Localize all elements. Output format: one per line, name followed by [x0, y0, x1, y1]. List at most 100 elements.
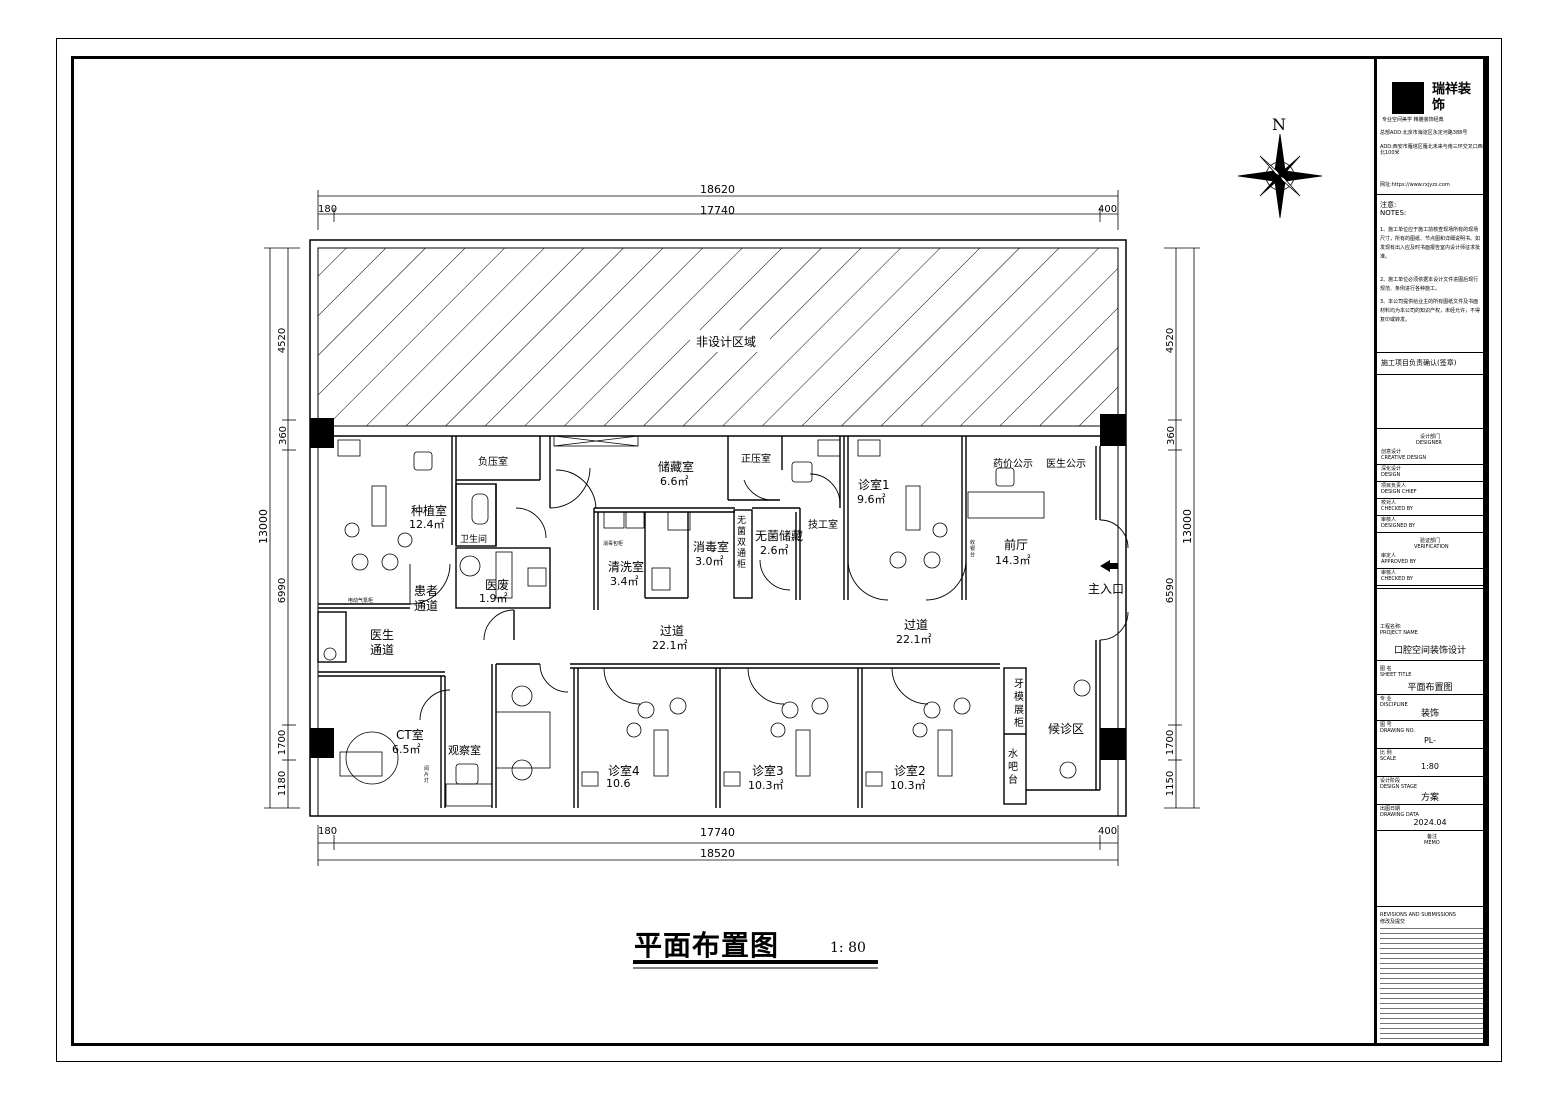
project-label-en: PROJECT NAME — [1380, 630, 1418, 636]
dim-left-offset: 180 — [318, 204, 338, 215]
note-1: 1、施工单位应于施工前核查现场所有的现场尺寸，所有的图纸、节点图和详细说明书。如… — [1380, 227, 1481, 260]
interior-walls — [317, 435, 1101, 808]
dental-chair-1 — [889, 485, 948, 569]
label-patient-corridor: 患者通道 — [414, 584, 439, 613]
label-doctor-corridor: 医生通道 — [370, 628, 395, 657]
label-negative-pressure: 负压室 — [478, 457, 508, 468]
label-planting-room-area: 12.4㎡ — [409, 518, 445, 531]
door-swings — [409, 467, 1129, 721]
title-block-row-divider — [1377, 464, 1483, 465]
revisions-fine-print — [1380, 928, 1484, 1040]
drawing-scale: 1: 80 — [830, 940, 866, 956]
label-water-bar: 水吧台 — [1008, 749, 1018, 786]
title-block-row-divider — [1377, 481, 1483, 482]
label-double-pass-cabinet: 无菌双通柜 — [737, 516, 747, 570]
label-disinfect-pack: 消毒包柜 — [603, 541, 624, 547]
label-corridor2-area: 22.1㎡ — [896, 633, 932, 646]
label-clinic1-area: 9.6㎡ — [857, 493, 886, 506]
dim-left-h3: 6990 — [277, 577, 289, 604]
dim-right-total: 13000 — [1181, 509, 1194, 544]
label-clinic4-area: 10.6 — [606, 777, 631, 790]
drawing-no-label-en: DRAWING NO. — [1380, 728, 1415, 734]
dim-right-h4: 1700 — [1165, 729, 1177, 756]
confirm-label: 施工项目负责确认(签章) — [1381, 359, 1457, 367]
memo-label: 备注 — [1427, 834, 1438, 840]
title-block-row-label-en: CHECKED BY — [1381, 506, 1413, 512]
label-main-entrance: 主入口 — [1088, 582, 1125, 596]
title-block-row-label: 创意设计 — [1381, 449, 1402, 455]
label-wash-room: 清洗室 — [608, 560, 645, 574]
label-medical-waste: 医废 — [485, 578, 510, 592]
title-block-row-label-en: CREATIVE DESIGN — [1381, 455, 1427, 461]
company-website: 网址:https://www.rxjyzs.com — [1380, 182, 1450, 188]
sheet-label: 图 名 — [1380, 666, 1392, 672]
dim-right-h5: 1150 — [1165, 770, 1177, 797]
label-drug-notice: 药价公示 — [993, 459, 1033, 470]
notes-title: 注意: — [1380, 201, 1397, 209]
scale-label-en: SCALE — [1380, 756, 1397, 762]
title-block-row-label-en: DESIGN — [1381, 472, 1401, 478]
label-wash-room-area: 3.4㎡ — [610, 575, 639, 588]
project-name: 口腔空间装饰设计 — [1393, 646, 1466, 656]
label-non-design-area: 非设计区域 — [696, 335, 757, 349]
dim-bottom-right-offset: 400 — [1098, 826, 1118, 837]
dim-left-h1: 4520 — [277, 327, 289, 354]
company-address1: 总部ADD:北京市海淀区永定河路388号 — [1380, 130, 1468, 136]
title-block-row-label: 校对人 — [1381, 500, 1397, 506]
label-medical-waste-area: 1.9㎡ — [479, 592, 508, 605]
dental-chair-4 — [626, 697, 687, 777]
label-denture-cabinet: 牙模展柜 — [1014, 679, 1024, 729]
label-corridor1: 过道 — [660, 624, 685, 638]
title-block-row-label: 审定人 — [1381, 553, 1397, 559]
label-storage-area: 6.6㎡ — [660, 475, 689, 488]
date-label-en: DRAWING DATA — [1380, 812, 1419, 818]
dim-inner-width: 17740 — [700, 204, 735, 217]
verify-dept-label: 验证部门 — [1420, 538, 1441, 544]
design-dept-label: 设计部门 — [1420, 434, 1441, 440]
label-storage: 储藏室 — [658, 460, 695, 474]
dim-bottom-inner: 17740 — [700, 826, 735, 839]
label-ct-room-area: 6.5㎡ — [392, 743, 421, 756]
label-clinic4: 诊室4 — [608, 764, 640, 778]
label-corridor1-area: 22.1㎡ — [652, 639, 688, 652]
revisions-cn: 修改及提交 — [1380, 919, 1406, 925]
dim-right-h1: 4520 — [1165, 327, 1177, 354]
label-disinfect-room-area: 3.0㎡ — [695, 555, 724, 568]
label-sterile-storage: 无菌储藏 — [755, 529, 804, 543]
label-clinic1: 诊室1 — [858, 478, 890, 492]
title-block-row-label: 审核人 — [1381, 570, 1397, 576]
dim-total-width: 18620 — [700, 183, 735, 196]
sheet-label-en: SHEET TITLE — [1380, 672, 1412, 678]
entrance-arrow — [1100, 560, 1110, 572]
columns — [310, 414, 1126, 760]
label-tech-room: 技工室 — [808, 520, 838, 531]
scale-label: 比 例 — [1380, 750, 1392, 756]
company-logo-icon — [1392, 82, 1424, 114]
title-block-row-divider — [1377, 515, 1483, 516]
label-corridor2: 过道 — [904, 618, 929, 632]
furniture — [323, 435, 1091, 807]
label-clinic3: 诊室3 — [752, 764, 784, 778]
scale-value: 1:80 — [1421, 762, 1439, 771]
label-ct-room: CT室 — [396, 728, 424, 742]
label-clinic3-area: 10.3㎡ — [748, 779, 784, 792]
notes-title-en: NOTES: — [1380, 209, 1407, 217]
dim-right-h3: 6590 — [1165, 577, 1177, 604]
dim-left-h2: 360 — [278, 425, 290, 446]
company-name: 瑞祥装饰 — [1432, 82, 1472, 113]
title-block-row-label-en: DESIGN CHIEF — [1381, 489, 1417, 495]
sheet-title: 平面布置图 — [1407, 683, 1453, 693]
label-sterile-storage-area: 2.6㎡ — [760, 544, 789, 557]
company-address2: ADD:西安市雁塔区雁北未来与南三环交叉口西北100米 — [1380, 144, 1483, 156]
drawing-no-label: 图 号 — [1380, 722, 1392, 728]
label-positive-pressure: 正压室 — [741, 454, 771, 465]
verify-dept-label-en: VERIFICATION — [1414, 544, 1449, 550]
top-dimensions — [264, 190, 1200, 866]
dim-left-h5: 1180 — [277, 770, 289, 797]
drawing-border — [71, 56, 1489, 1046]
discipline-label: 专 业 — [1380, 696, 1392, 702]
title-block-row-label-en: DESIGNED BY — [1381, 523, 1416, 529]
title-block-row-divider — [1377, 568, 1483, 569]
discipline-label-en: DISCIPLINE — [1380, 702, 1408, 708]
